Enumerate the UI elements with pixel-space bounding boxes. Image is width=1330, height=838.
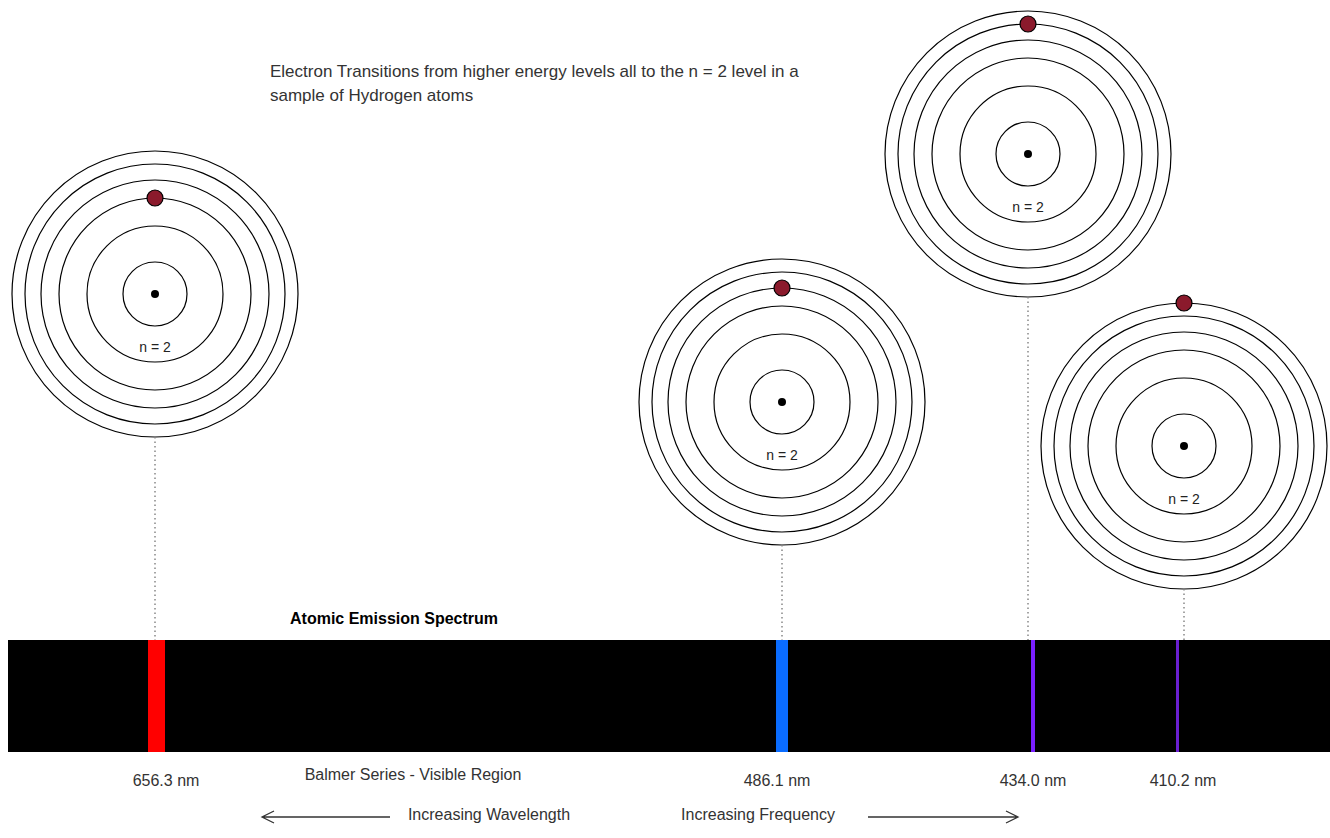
wavelength-label: 434.0 nm [1000,772,1067,790]
electron [147,190,163,206]
atom-diagram: n = 2 [1041,303,1327,589]
nucleus [1180,442,1188,450]
spectral-line [1031,640,1035,752]
atom-diagram: n = 2 [639,259,925,545]
wavelength-arrow [262,811,390,823]
spectral-line [148,640,165,752]
transition-line [1183,589,1185,640]
nucleus [1024,150,1032,158]
spectrum-band [8,640,1330,752]
atom-rings [885,11,1171,297]
level-label: n = 2 [137,339,173,355]
level-label-holder: n = 2 [639,446,925,464]
atom-rings [639,259,925,545]
spectral-line [1176,640,1179,752]
level-label-holder: n = 2 [885,198,1171,216]
atom-rings [1041,303,1327,589]
wavelength-label: 410.2 nm [1150,772,1217,790]
spectrum-band: Atomic Emission Spectrum [8,640,1330,752]
wavelength-label: 656.3 nm [133,772,200,790]
transition-line [154,437,156,640]
atom-diagram: n = 2 [12,151,298,437]
axis-label: Increasing Frequency [681,806,835,824]
electron [1020,16,1036,32]
spectrum-heading: Atomic Emission Spectrum [290,610,498,628]
axis-label: Increasing Wavelength [408,806,570,824]
nucleus [151,290,159,298]
frequency-arrow [868,811,1018,823]
level-label: n = 2 [1010,199,1046,215]
wavelength-label: 486.1 nm [744,772,811,790]
level-label: n = 2 [1166,491,1202,507]
nucleus [778,398,786,406]
spectral-line [776,640,788,752]
electron [1176,295,1192,311]
electron [774,280,790,296]
level-label-holder: n = 2 [1041,490,1327,508]
series-label: Balmer Series - Visible Region [305,766,522,784]
transition-line [1027,297,1029,640]
level-label-holder: n = 2 [12,338,298,356]
transition-line [781,545,783,640]
level-label: n = 2 [764,447,800,463]
atom-rings [12,151,298,437]
atom-diagram: n = 2 [885,11,1171,297]
diagram-title: Electron Transitions from higher energy … [270,60,830,108]
